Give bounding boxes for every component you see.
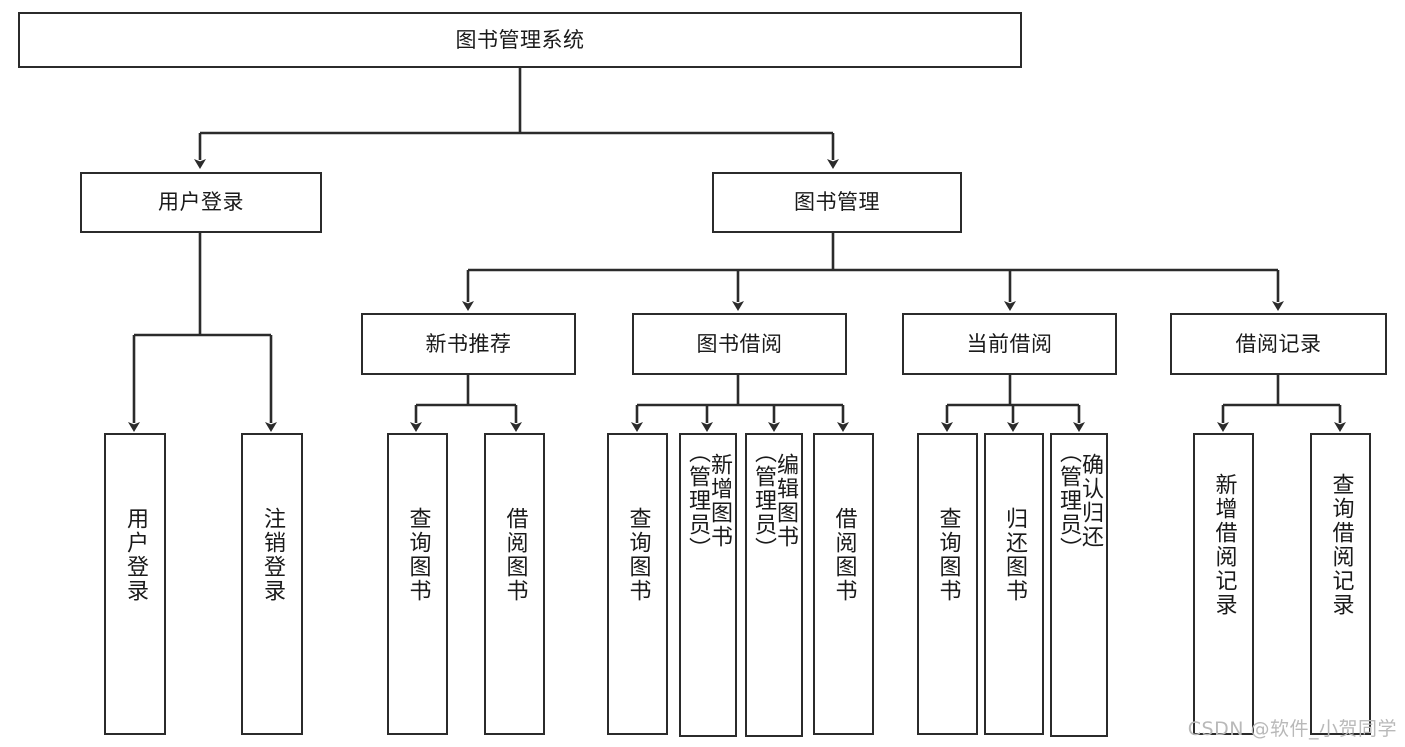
node-book-management-label: 图书管理 [794,190,880,215]
leaf-add-record[interactable]: 新增借阅记录 [1193,433,1254,735]
node-book-borrow[interactable]: 图书借阅 [632,313,847,375]
node-current-borrow[interactable]: 当前借阅 [902,313,1117,375]
node-borrow-record-label: 借阅记录 [1235,331,1322,356]
node-root-label: 图书管理系统 [455,27,585,52]
node-book-management[interactable]: 图书管理 [712,172,962,233]
leaf-return-book[interactable]: 归还图书 [984,433,1044,735]
leaf-add-record-label: 新增借阅记录 [1211,473,1237,617]
node-current-borrow-label: 当前借阅 [966,331,1053,356]
node-user-login[interactable]: 用户登录 [80,172,322,233]
node-new-book-recommend[interactable]: 新书推荐 [361,313,576,375]
leaf-edit-book[interactable]: 编辑图书 （管理员） [745,433,803,737]
node-user-login-label: 用户登录 [158,190,244,215]
leaf-add-book-label: 新增图书 （管理员） [685,441,732,561]
csdn-watermark: CSDN @软件_小贺同学 [1187,718,1397,740]
leaf-borrow-book-2-label: 借阅图书 [831,507,857,603]
leaf-query-record[interactable]: 查询借阅记录 [1310,433,1371,735]
leaf-user-login-label: 用户登录 [123,507,148,603]
node-new-book-recommend-label: 新书推荐 [425,331,512,356]
leaf-query-book-2[interactable]: 查询图书 [607,433,668,735]
node-root[interactable]: 图书管理系统 [18,12,1022,68]
node-book-borrow-label: 图书借阅 [696,331,783,356]
leaf-borrow-book-2[interactable]: 借阅图书 [813,433,874,735]
leaf-query-book-1[interactable]: 查询图书 [387,433,448,735]
leaf-logout-login-label: 注销登录 [260,507,285,603]
leaf-confirm-return-label: 确认归还 （管理员） [1056,441,1103,561]
leaf-query-book-3[interactable]: 查询图书 [917,433,978,735]
leaf-add-book[interactable]: 新增图书 （管理员） [679,433,737,737]
leaf-logout-login[interactable]: 注销登录 [241,433,303,735]
leaf-borrow-book-1[interactable]: 借阅图书 [484,433,545,735]
leaf-query-book-3-label: 查询图书 [935,507,961,603]
leaf-query-record-label: 查询借阅记录 [1328,473,1354,617]
leaf-user-login[interactable]: 用户登录 [104,433,166,735]
leaf-query-book-2-label: 查询图书 [625,507,651,603]
leaf-return-book-label: 归还图书 [1002,507,1027,603]
node-borrow-record[interactable]: 借阅记录 [1170,313,1387,375]
leaf-query-book-1-label: 查询图书 [405,507,431,603]
leaf-edit-book-label: 编辑图书 （管理员） [751,441,798,561]
leaf-confirm-return[interactable]: 确认归还 （管理员） [1050,433,1108,737]
leaf-borrow-book-1-label: 借阅图书 [502,507,528,603]
